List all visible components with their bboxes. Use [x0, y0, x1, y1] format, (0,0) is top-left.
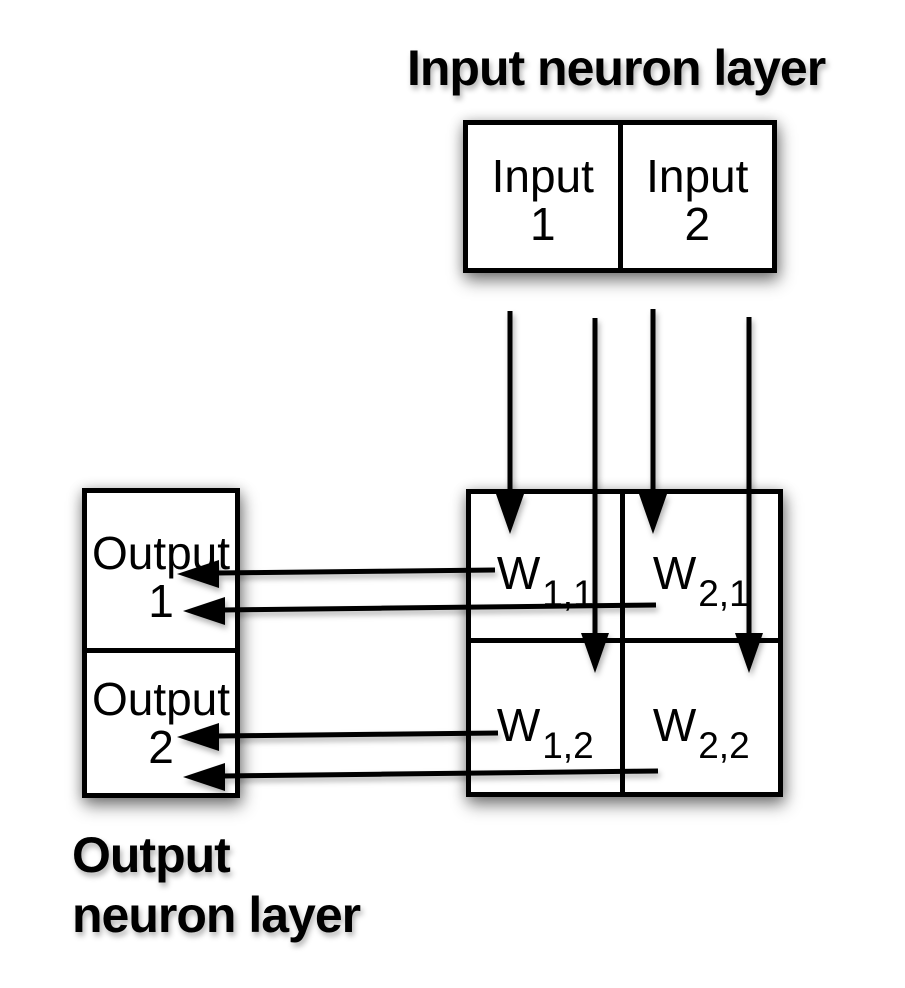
weight-w22-subscript: 2,2 [698, 724, 750, 766]
output-title-line-2: neuron layer [72, 887, 361, 943]
output-cell-1: Output 1 [87, 493, 235, 653]
weight-w21-subscript: 2,1 [698, 573, 750, 614]
input-cell-1-index: 1 [529, 197, 556, 250]
weight-w12-base: W [496, 698, 541, 751]
output-cell-2-index: 2 [148, 720, 174, 773]
output-cell-2-name: Output [91, 672, 231, 725]
input-cell-2: Input 2 [623, 125, 773, 268]
input-cell-1: Input 1 [468, 125, 623, 268]
arrow-line [215, 730, 499, 739]
output-title-line-1: Output [72, 827, 231, 883]
arrow-line [215, 567, 496, 576]
output-cell-2: Output 2 [87, 653, 235, 794]
weight-w21-base: W [652, 547, 697, 599]
output-cell-1-name: Output [91, 527, 231, 580]
weight-w22-base: W [652, 698, 697, 751]
weight-w12-subscript: 1,2 [542, 724, 594, 766]
input-layer-box: Input 1 Input 2 [463, 120, 777, 273]
weight-w11-base: W [496, 547, 541, 599]
input-cell-2-index: 2 [684, 197, 711, 250]
output-layer-title: Output neuron layer [72, 825, 361, 945]
input-layer-title: Input neuron layer [407, 40, 826, 96]
input-cell-1-name: Input [491, 149, 594, 202]
weight-w11-subscript: 1,1 [542, 573, 594, 614]
output-layer-box: Output 1 Output 2 [82, 488, 240, 798]
output-cell-1-index: 1 [148, 575, 174, 628]
input-cell-2-name: Input [646, 149, 749, 202]
